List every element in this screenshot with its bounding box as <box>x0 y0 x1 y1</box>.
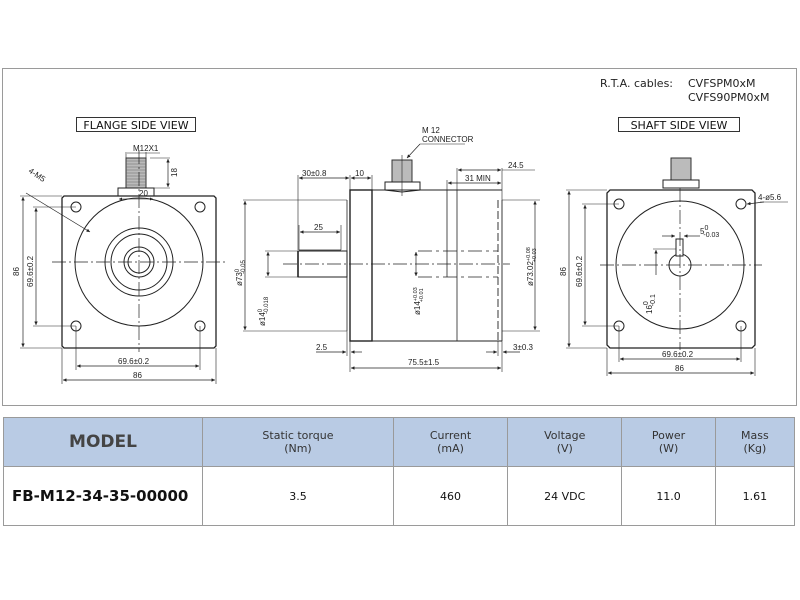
flange-connector-base <box>117 187 155 197</box>
side-view: M 12 CONNECTOR <box>235 126 540 372</box>
mount-hole-tr <box>194 201 206 213</box>
cell-model: FB-M12-34-35-00000 <box>3 466 203 526</box>
dim-bore-dia: ø14+0.03+0.01 <box>413 287 425 315</box>
dim-shaft-dia: ø140-0.018 <box>258 296 270 326</box>
cables-label: R.T.A. cables: <box>600 77 674 90</box>
cell-static-torque: 3.5 <box>202 466 394 526</box>
dim-18: 18 <box>170 168 179 177</box>
dim-4m5: 4-M5 <box>27 166 48 184</box>
dim-25: 25 <box>314 223 323 232</box>
header-unit: (mA) <box>437 442 464 455</box>
dim-3: 3±0.3 <box>513 343 534 352</box>
dim-shaft-86-v: 86 <box>559 267 568 276</box>
technical-drawing: M12X1 18 20 4-M5 86 69.6±0.2 69.6±0.2 86… <box>12 126 788 384</box>
leader-4m5 <box>25 192 91 233</box>
dim-m12x1: M12X1 <box>133 144 159 153</box>
header-model: MODEL <box>3 417 203 467</box>
header-unit: (Kg) <box>743 442 767 455</box>
side-connector-base <box>384 181 421 193</box>
dim-10: 10 <box>355 169 364 178</box>
side-flange <box>349 189 373 342</box>
header-label: Voltage <box>544 429 586 442</box>
flange-side-view: M12X1 18 20 4-M5 86 69.6±0.2 69.6±0.2 86 <box>12 144 226 384</box>
cable-code-2: CVFS90PM0xM <box>688 91 770 104</box>
dim-30: 30±0.8 <box>302 169 327 178</box>
header-voltage: Voltage(V) <box>507 417 623 467</box>
shaft-key <box>675 238 684 257</box>
dim-696-h-text: 69.6±0.2 <box>118 357 150 366</box>
dim-4-56: 4-ø5.6 <box>758 193 782 202</box>
header-label: Mass <box>741 429 769 442</box>
dim-696-v-text: 69.6±0.2 <box>26 255 35 287</box>
spec-header-row: MODEL Static torque(Nm) Current(mA) Volt… <box>3 417 796 467</box>
shaft-outline <box>606 189 756 349</box>
header-current: Current(mA) <box>392 417 509 467</box>
shaft-connector-thread <box>670 157 692 181</box>
header-mass: Mass(Kg) <box>714 417 796 467</box>
cell-current: 460 <box>392 466 509 526</box>
flange-outline <box>61 195 217 349</box>
dim-shaft-696-h: 69.6±0.2 <box>662 350 694 359</box>
dim-rear-dia: ø73.02+0.08+0.03 <box>526 247 538 286</box>
header-power: Power(W) <box>621 417 716 467</box>
shaft-hole-tr <box>735 198 747 210</box>
spec-table: MODEL Static torque(Nm) Current(mA) Volt… <box>3 417 796 526</box>
header-unit: (Nm) <box>284 442 312 455</box>
dim-key-height: 160-0.1 <box>643 294 657 314</box>
dim-key-width: 50-0.03 <box>700 225 719 239</box>
cell-voltage: 24 VDC <box>507 466 623 526</box>
dim-shaft-696-v: 69.6±0.2 <box>575 255 584 287</box>
header-label: Static torque <box>262 429 334 442</box>
cable-code-1: CVFSPM0xM <box>688 77 756 90</box>
dim-shaft-86-h: 86 <box>675 364 684 373</box>
header-label: Power <box>651 429 686 442</box>
dim-20: 20 <box>139 189 148 198</box>
dim-755: 75.5±1.5 <box>408 358 440 367</box>
table-row: FB-M12-34-35-00000 3.5 460 24 VDC 11.0 1… <box>3 466 796 526</box>
cell-mass: 1.61 <box>714 466 796 526</box>
thread-hatching <box>126 160 146 186</box>
dim-245: 24.5 <box>508 161 524 170</box>
shaft-side-view: 4-ø5.6 50-0.03 160-0.1 86 69.6±0.2 69.6±… <box>559 157 788 376</box>
label-connector: CONNECTOR <box>422 135 474 144</box>
header-unit: (V) <box>556 442 573 455</box>
shaft-connector-base <box>662 179 700 189</box>
dim-31min: 31 MIN <box>465 174 491 183</box>
shaft-side-view-title: SHAFT SIDE VIEW <box>618 117 740 132</box>
dim-pilot-dia: ø730-0.05 <box>235 260 247 286</box>
header-unit: (W) <box>658 442 679 455</box>
label-m12: M 12 <box>422 126 440 135</box>
dim-25-depth: 2.5 <box>316 343 328 352</box>
dim-86-h-text: 86 <box>133 371 142 380</box>
header-static-torque: Static torque(Nm) <box>202 417 394 467</box>
dim-86-v-text: 86 <box>12 267 21 276</box>
flange-side-view-title: FLANGE SIDE VIEW <box>76 117 196 132</box>
header-label: Current <box>429 429 472 442</box>
cell-power: 11.0 <box>621 466 716 526</box>
